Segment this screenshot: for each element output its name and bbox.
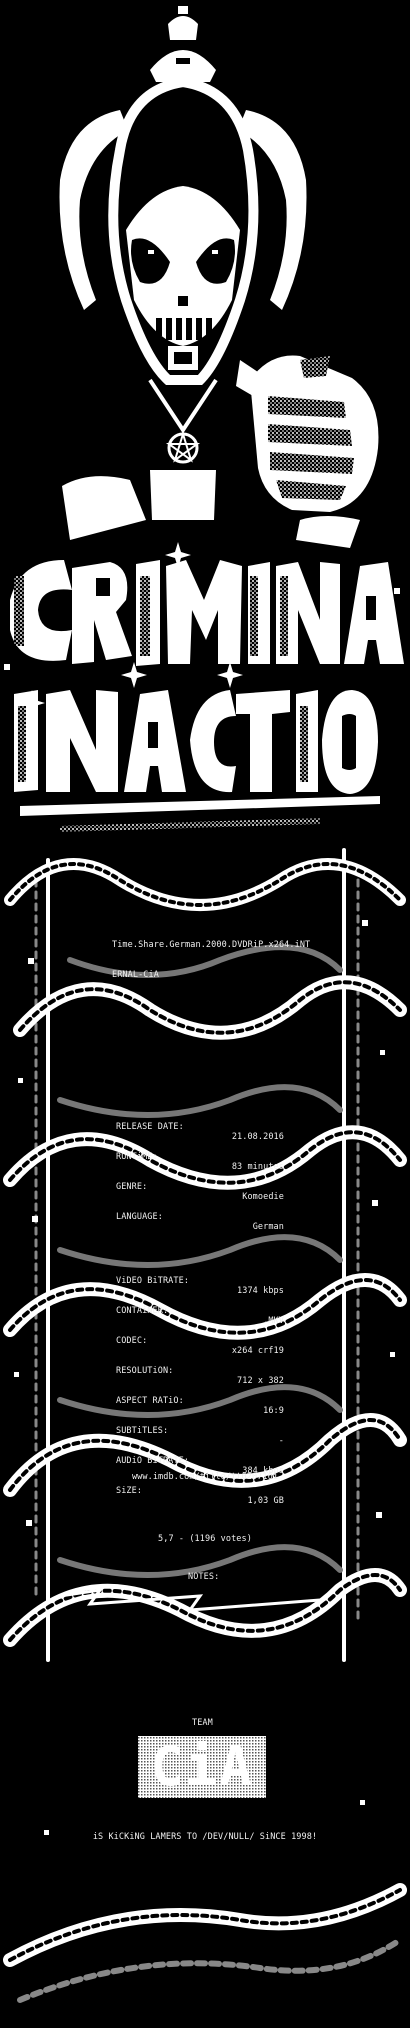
- decorative-dots: [14, 920, 395, 1835]
- release-name-line1: Time.Share.German.2000.DVDRiP.x264.iNT: [112, 940, 311, 950]
- info-row-release-date: RELEASE DATE: 21.08.2016: [116, 1112, 284, 1142]
- tech-value: 1374 kbps: [237, 1286, 284, 1296]
- tech-label: ViDEO BiTRATE:: [116, 1276, 190, 1286]
- tech-value: 16:9: [263, 1406, 284, 1416]
- tech-row-audio-bitrate: AUDiO BiTRATE: 384 kbps: [116, 1446, 284, 1476]
- release-name-line2: ERNAL-CiA: [112, 970, 159, 980]
- tech-row-codec: CODEC: x264 crf19: [116, 1326, 284, 1356]
- tech-label: CONTAiNER:: [116, 1306, 169, 1316]
- sparkle-icons: [4, 542, 400, 716]
- tech-value: 712 x 382: [237, 1376, 284, 1386]
- tech-row-resolution: RESOLUTiON: 712 x 382: [116, 1356, 284, 1386]
- tech-value: 1,03 GB: [247, 1496, 284, 1506]
- cia-logo-graphic: [138, 1736, 266, 1798]
- info-label: RELEASE DATE:: [116, 1122, 184, 1132]
- release-name-block: Time.Share.German.2000.DVDRiP.x264.iNT E…: [112, 920, 310, 990]
- fist-illustration: [236, 355, 379, 512]
- alien-head: [59, 6, 307, 464]
- tech-label: SUBTiTLES:: [116, 1426, 169, 1436]
- release-info-block: RELEASE DATE: 21.08.2016 RUNTiME: 83 min…: [116, 1092, 284, 1232]
- team-tagline: iS KiCKiNG LAMERS TO /DEV/NULL/ SiNCE 19…: [92, 1832, 318, 1842]
- tech-label: ASPECT RATiO:: [116, 1396, 184, 1406]
- tech-label: SiZE:: [116, 1486, 143, 1496]
- tech-row-subtitles: SUBTiTLES: -: [116, 1416, 284, 1446]
- tech-row-aspect-ratio: ASPECT RATiO: 16:9: [116, 1386, 284, 1416]
- info-value: Komoedie: [242, 1192, 284, 1202]
- info-value: German: [252, 1222, 284, 1232]
- tech-value: 384 kbps: [242, 1466, 284, 1476]
- tech-label: AUDiO BiTRATE:: [116, 1456, 190, 1466]
- title-lettering-graphic: [4, 542, 404, 832]
- tech-value: -: [278, 1436, 284, 1446]
- info-label: RUNTiME:: [116, 1152, 158, 1162]
- tech-row-container: CONTAiNER: .MKV: [116, 1296, 284, 1326]
- tech-value: .MKV: [263, 1316, 284, 1326]
- info-label: GENRE:: [116, 1182, 148, 1192]
- tech-info-block: ViDEO BiTRATE: 1374 kbps CONTAiNER: .MKV…: [116, 1246, 284, 1506]
- imdb-rating: 5,7 - (1196 votes): [158, 1534, 252, 1544]
- tech-row-video-bitrate: ViDEO BiTRATE: 1374 kbps: [116, 1266, 284, 1296]
- pentagram-icon: [165, 430, 201, 464]
- imdb-url-link[interactable]: www.imdb.com/title/tt0207161: [131, 1472, 279, 1482]
- info-value: 21.08.2016: [231, 1132, 284, 1142]
- info-value: 83 minutes: [231, 1162, 284, 1172]
- tech-row-size: SiZE: 1,03 GB: [116, 1476, 284, 1506]
- info-row-language: LANGUAGE: German: [116, 1202, 284, 1232]
- team-logo: CiA: [150, 1735, 254, 1798]
- imdb-block: www.imdb.com/title/tt0207161 5,7 - (1196…: [100, 1452, 310, 1554]
- info-label: LANGUAGE:: [116, 1212, 163, 1222]
- info-row-genre: GENRE: Komoedie: [116, 1172, 284, 1202]
- info-row-runtime: RUNTiME: 83 minutes: [116, 1142, 284, 1172]
- tech-value: x264 crf19: [231, 1346, 284, 1356]
- tech-label: RESOLUTiON:: [116, 1366, 174, 1376]
- team-label: TEAM: [192, 1718, 213, 1728]
- tech-label: CODEC:: [116, 1336, 148, 1346]
- notes-label: NOTES:: [188, 1572, 220, 1582]
- alien-body: [62, 470, 360, 548]
- spiral-ribbon-graphic: [3, 848, 407, 2003]
